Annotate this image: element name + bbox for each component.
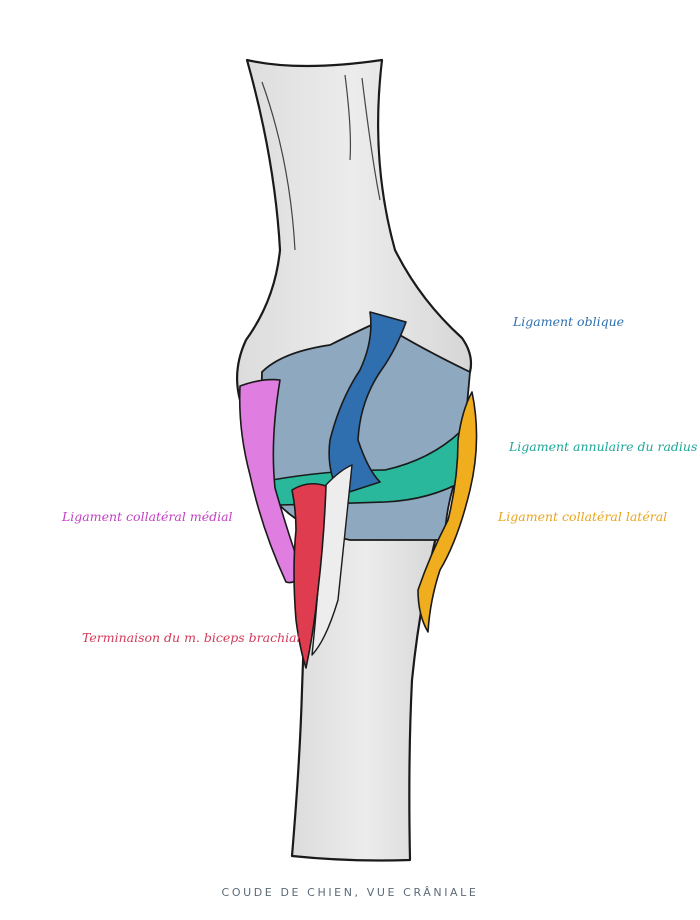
label-annular-ligament: Ligament annulaire du radius — [509, 439, 698, 454]
biceps-termination — [291, 482, 327, 669]
humerus-contour — [361, 77, 381, 201]
lateral-collateral-ligament — [417, 391, 478, 633]
humerus-contour — [261, 81, 296, 251]
humerus — [235, 58, 473, 402]
label-medial-collateral-ligament: Ligament collatéral médial — [62, 509, 233, 524]
oblique-ligament — [328, 311, 407, 496]
diagram-caption: COUDE DE CHIEN, VUE CRÂNIALE — [221, 886, 479, 899]
label-lateral-collateral-ligament: Ligament collatéral latéral — [498, 509, 668, 524]
label-biceps-termination: Terminaison du m. biceps brachial — [82, 630, 301, 645]
label-oblique-ligament: Ligament oblique — [513, 314, 625, 329]
humerus-contour — [344, 74, 352, 161]
